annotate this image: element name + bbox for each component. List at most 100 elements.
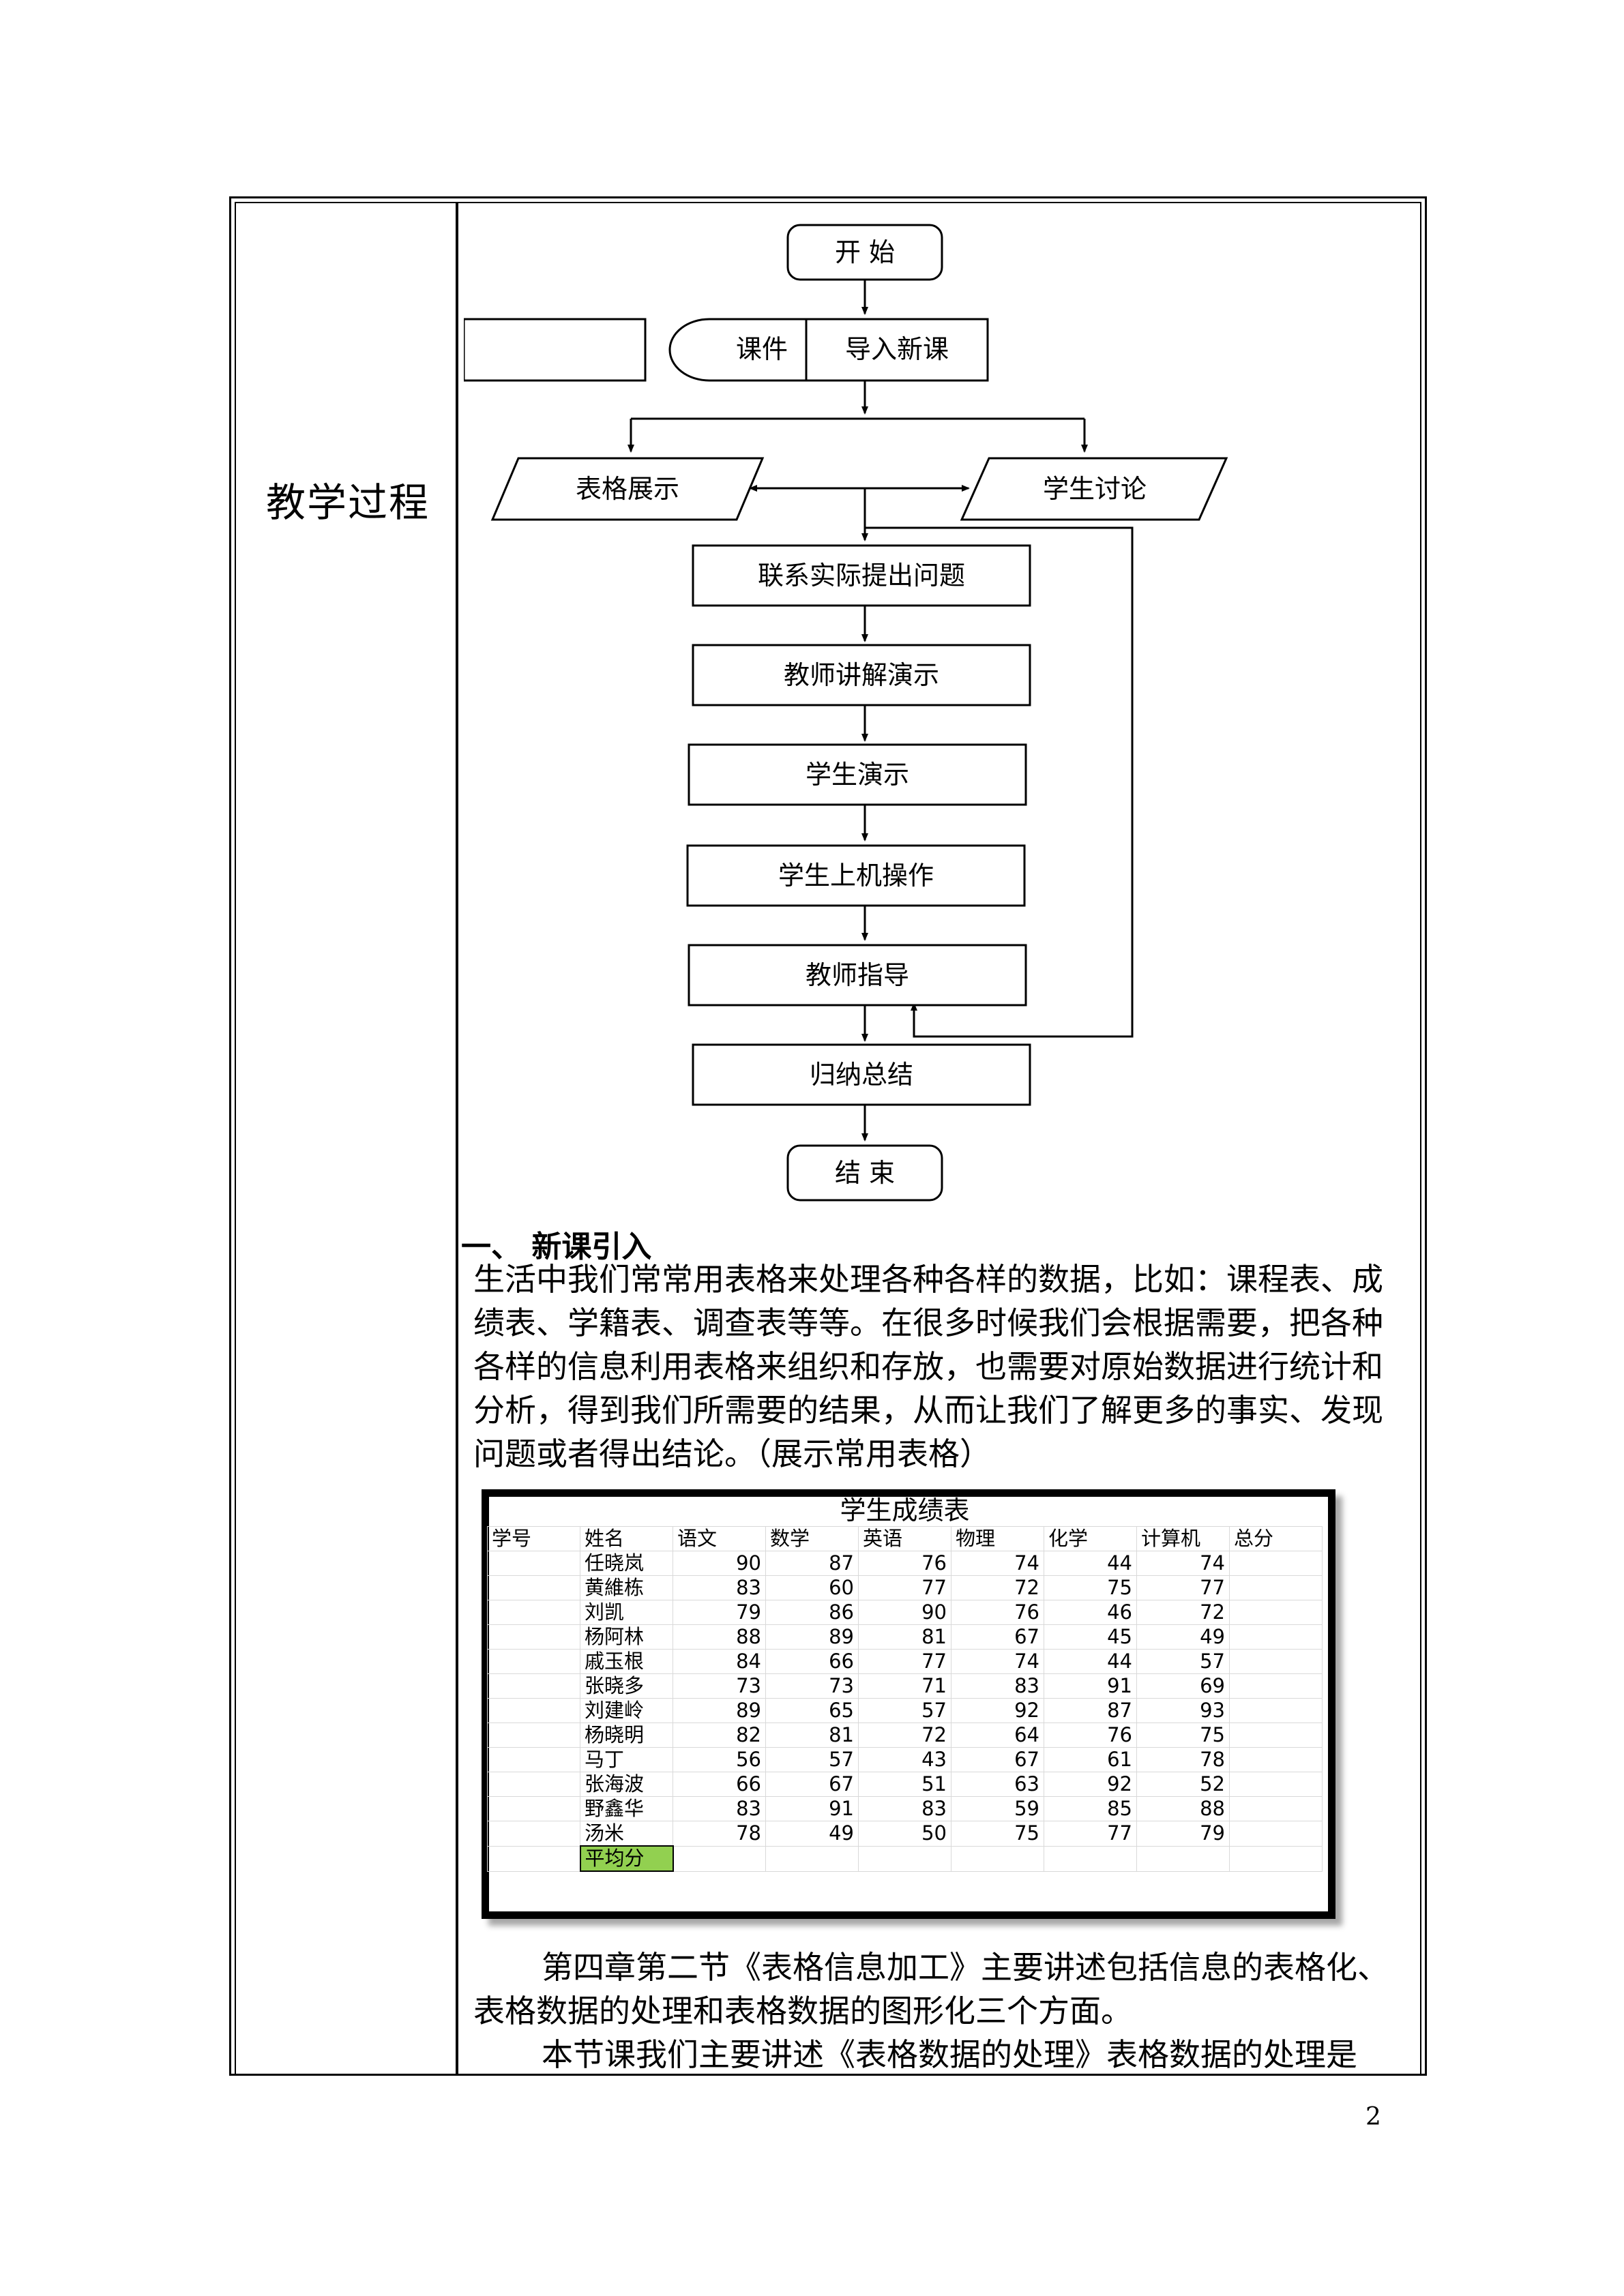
- table-cell: [1229, 1698, 1323, 1723]
- table-cell: 75: [1044, 1575, 1137, 1600]
- table-cell: [858, 1845, 951, 1872]
- table-cell: 57: [858, 1698, 951, 1723]
- header-cell: 计算机: [1136, 1526, 1230, 1551]
- table-cell: [487, 1575, 580, 1600]
- step3-node: [688, 743, 1027, 806]
- table-cell: 65: [765, 1698, 859, 1723]
- table-cell: 杨阿林: [580, 1624, 673, 1650]
- table-cell: [487, 1624, 580, 1650]
- table-cell: [1229, 1821, 1323, 1847]
- end-label: 结 束: [835, 1158, 895, 1188]
- table-cell: 93: [1136, 1698, 1230, 1723]
- table-cell: 52: [1136, 1772, 1230, 1797]
- table-cell: 57: [1136, 1649, 1230, 1674]
- header-cell: 姓名: [580, 1526, 673, 1551]
- table-cell: [1229, 1551, 1323, 1576]
- table-cell: [673, 1845, 766, 1872]
- table-cell: 92: [1044, 1772, 1137, 1797]
- header-cell: 总分: [1229, 1526, 1323, 1551]
- chapter-paragraph: 第四章第二节《表格信息加工》主要讲述包括信息的表格化、表格数据的处理和表格数据的…: [473, 1945, 1408, 2076]
- table-cell: 43: [858, 1747, 951, 1772]
- table-cell: 83: [673, 1796, 766, 1821]
- step2-node: [692, 644, 1031, 706]
- step6-node: [692, 1043, 1031, 1106]
- table-cell: 74: [1136, 1551, 1230, 1576]
- intro-paragraph: 生活中我们常常用表格来处理各种各样的数据，比如：课程表、成绩表、学籍表、调查表等…: [473, 1261, 1383, 1472]
- table-cell: [487, 1796, 580, 1821]
- page-number: 2: [1365, 2103, 1381, 2131]
- table-cell: 87: [1044, 1698, 1137, 1723]
- step4-label: 学生上机操作: [778, 861, 934, 891]
- table-cell: [1229, 1723, 1323, 1748]
- header-row: 学号姓名语文数学英语物理化学计算机总分: [487, 1526, 1323, 1551]
- start-label: 开 始: [835, 237, 895, 267]
- table-cell: [487, 1723, 580, 1748]
- table-cell: 44: [1044, 1551, 1137, 1576]
- table-cell: [1229, 1772, 1323, 1797]
- table-show-label: 表格展示: [576, 474, 679, 504]
- table-cell: 81: [765, 1723, 859, 1748]
- discussion-node: [960, 457, 1228, 521]
- table-cell: 61: [1044, 1747, 1137, 1772]
- step6-label: 归纳总结: [810, 1060, 913, 1090]
- table-cell: 77: [858, 1649, 951, 1674]
- step1-label: 联系实际提出问题: [758, 561, 965, 591]
- lesson-text: 本节课我们主要讲述《表格数据的处理》表格数据的处理是: [542, 2036, 1357, 2073]
- table-cell: 野鑫华: [580, 1796, 673, 1821]
- table-cell: 83: [951, 1673, 1044, 1699]
- table-cell: 77: [858, 1575, 951, 1600]
- table-cell: 90: [858, 1600, 951, 1625]
- table-cell: 74: [951, 1649, 1044, 1674]
- table-cell: [1136, 1845, 1230, 1872]
- average-row: 平均分: [487, 1845, 1323, 1872]
- table-cell: 汤米: [580, 1821, 673, 1847]
- table-cell: 杨晓明: [580, 1723, 673, 1748]
- table-cell: 71: [858, 1673, 951, 1699]
- table-cell: 86: [765, 1600, 859, 1625]
- courseware-node: [668, 318, 808, 382]
- table-cell: [1229, 1600, 1323, 1625]
- table-cell: 任晓岚: [580, 1551, 673, 1576]
- table-cell: 89: [765, 1624, 859, 1650]
- table-cell: [1229, 1673, 1323, 1699]
- table-cell: 82: [673, 1723, 766, 1748]
- table-cell: 69: [1136, 1673, 1230, 1699]
- table-inner-border: [235, 202, 1421, 2076]
- table-cell: [487, 1600, 580, 1625]
- table-cell: 44: [1044, 1649, 1137, 1674]
- table-cell: 50: [858, 1821, 951, 1847]
- table-cell: 72: [858, 1723, 951, 1748]
- table-cell: [1229, 1796, 1323, 1821]
- table-cell: 79: [1136, 1821, 1230, 1847]
- table-outer-border: [229, 196, 1427, 2076]
- table-cell: 91: [765, 1796, 859, 1821]
- intro-label: 导入新课: [845, 334, 949, 364]
- table-cell: 88: [673, 1624, 766, 1650]
- table-cell: 72: [1136, 1600, 1230, 1625]
- end-node: [786, 1144, 943, 1202]
- table-cell: [1229, 1747, 1323, 1772]
- header-cell: 英语: [858, 1526, 951, 1551]
- table-cell: 77: [1044, 1821, 1137, 1847]
- table-cell: 89: [673, 1698, 766, 1723]
- table-cell: 64: [951, 1723, 1044, 1748]
- table-cell: 78: [673, 1821, 766, 1847]
- table-cell: [487, 1551, 580, 1576]
- step4-node: [686, 844, 1026, 907]
- table-cell: 83: [673, 1575, 766, 1600]
- table-cell: 78: [1136, 1747, 1230, 1772]
- table-cell: 72: [951, 1575, 1044, 1600]
- table-cell: 45: [1044, 1624, 1137, 1650]
- average-label-cell: 平均分: [579, 1845, 674, 1872]
- table-cell: 66: [673, 1772, 766, 1797]
